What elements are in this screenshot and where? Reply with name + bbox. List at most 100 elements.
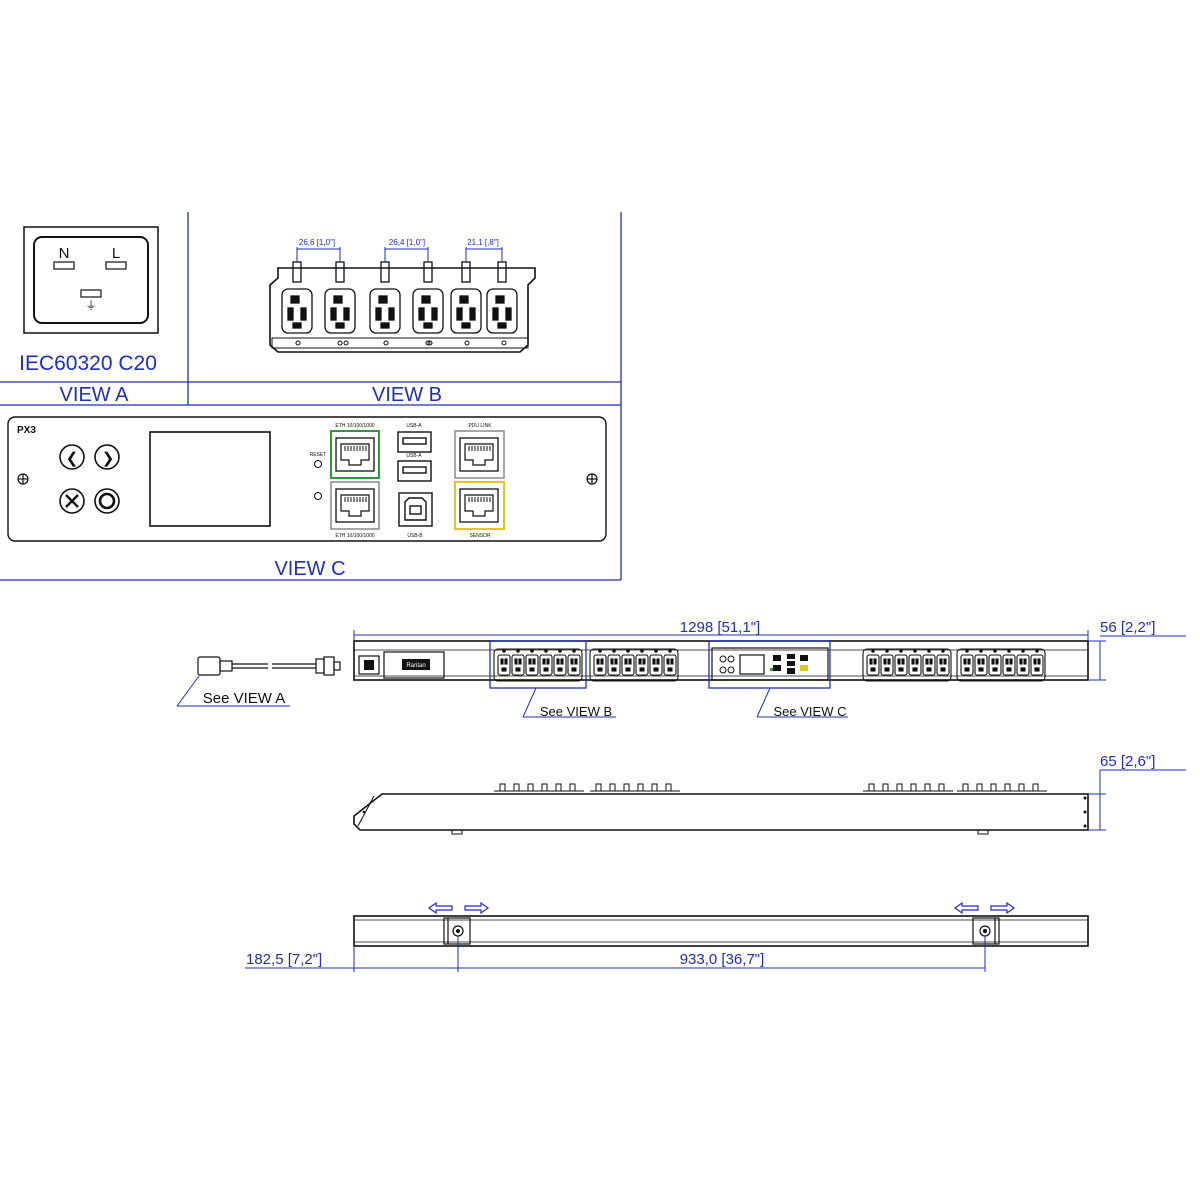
pitch-dim-3: 21,1 [,8"] (467, 238, 499, 247)
outlet-peg (569, 783, 576, 792)
side-rivets (362, 796, 1087, 828)
outlet-peg (609, 783, 616, 792)
chevron-left-icon: ❮ (66, 450, 79, 467)
eth-port-1 (335, 437, 375, 472)
height-dimension-line (1088, 635, 1186, 681)
pitch-dim-1: 26,6 [1,0"] (299, 238, 335, 247)
rear-dimension-lines (245, 936, 986, 972)
controller-module-buttons (719, 655, 735, 674)
outlet-peg (637, 783, 644, 792)
rail-screw (295, 340, 301, 346)
bracket-offset-dimension: 182,5 [7,2"] (246, 951, 322, 968)
controller-module-ports (770, 654, 808, 674)
side-view-outlet-pegs (494, 783, 1047, 792)
rail-screw (343, 340, 349, 346)
raritan-badge (402, 659, 430, 670)
sensor-yellow-frame (454, 481, 505, 530)
see-view-b-leader (522, 687, 537, 718)
bracket-spacing-dimension: 933,0 [36,7"] (680, 951, 765, 968)
c20-outer-frame (23, 226, 159, 334)
reset-pinhole (314, 460, 322, 468)
outlet-c19-4 (412, 261, 444, 334)
nav-left-button: ❮ (59, 444, 85, 470)
inlet-box (358, 655, 380, 675)
sensor-port (459, 488, 499, 523)
view-c-label: VIEW C (274, 558, 345, 580)
mounting-bracket-right (972, 917, 1000, 945)
outlet-peg (938, 783, 945, 792)
usb-a-port-2 (397, 460, 432, 482)
eth-port-2-frame (330, 481, 380, 530)
eth-port-1-green-frame (330, 430, 380, 479)
pdu-link-frame (454, 430, 505, 479)
outlet-peg (1032, 783, 1039, 792)
outlet-peg (541, 783, 548, 792)
outlet-c19-2 (324, 261, 356, 334)
depth-dimension-line (1088, 769, 1186, 831)
pin-l-label: L (112, 245, 120, 262)
length-dimension: 1298 [51,1"] (680, 619, 760, 636)
front-outlet-group (589, 648, 679, 682)
view-b-panel: 26,6 [1,0"] 26,4 [1,0"] 21,1 [,8"] VIEW … (269, 238, 536, 406)
see-view-b-callout: See VIEW B (540, 704, 612, 719)
outlet-peg (976, 783, 983, 792)
outlet-peg (924, 783, 931, 792)
usb-b-port (398, 492, 433, 527)
usb-a-port-1 (397, 431, 432, 453)
controller-module-lcd (739, 654, 765, 675)
see-view-a-callout: See VIEW A (203, 690, 286, 707)
right-mount-screw-icon (586, 473, 598, 485)
ok-ring-icon (98, 492, 116, 510)
view-b-label: VIEW B (372, 384, 442, 406)
ok-button (94, 488, 120, 514)
pdu-rear-view: 182,5 [7,2"] 933,0 [36,7"] (245, 901, 1089, 972)
pdu-link-port (459, 437, 499, 472)
pitch-dim-2: 26,4 [1,0"] (389, 238, 425, 247)
raritan-badge-text: Raritan (406, 663, 425, 669)
rail-screw (501, 340, 507, 346)
view-b-outlets (281, 261, 518, 346)
outlet-peg (896, 783, 903, 792)
px3-logo: PX3 (17, 425, 36, 436)
reset-label: RESET (310, 452, 327, 458)
outlet-peg (555, 783, 562, 792)
slide-arrows-left (427, 901, 490, 915)
inlet-box-inner (364, 660, 374, 670)
view-b-callout-box (489, 640, 587, 689)
outlet-peg (651, 783, 658, 792)
pin-n-label: N (59, 245, 70, 262)
power-cord (197, 656, 341, 676)
outlet-peg (527, 783, 534, 792)
view-frame-grid (0, 212, 622, 581)
mounting-bracket-left (443, 917, 471, 945)
outlet-block-rail (271, 337, 529, 349)
controller-faceplate (7, 416, 607, 542)
rail-screw (337, 340, 343, 346)
outlet-peg (882, 783, 889, 792)
c20-inner-face (33, 236, 149, 324)
rail-screw (464, 340, 470, 346)
pdu-side-view: 65 [2,6"] (353, 753, 1186, 835)
view-a-label: VIEW A (60, 384, 130, 406)
view-b-pitch-dimensions: 26,6 [1,0"] 26,4 [1,0"] 21,1 [,8"] (296, 238, 503, 262)
sensor-label: SENSOR (469, 533, 491, 539)
left-mount-screw-icon (17, 473, 29, 485)
usb-a-1-label: USB-A (406, 423, 422, 429)
outlet-c19-3 (369, 261, 401, 334)
outlet-peg (499, 783, 506, 792)
close-icon (65, 494, 79, 508)
outlet-peg (910, 783, 917, 792)
eth-port-2-label: ETH 10/100/1000 (335, 533, 374, 539)
front-outlet-group (862, 648, 952, 682)
length-dimension-line (353, 630, 1089, 641)
outlet-peg (1018, 783, 1025, 792)
pdu-front-view: See VIEW A Raritan See VIEW B See (176, 619, 1186, 719)
front-view-outlets (493, 648, 1046, 682)
rail-screw (383, 340, 389, 346)
outlet-peg (962, 783, 969, 792)
outlet-peg (665, 783, 672, 792)
view-c-panel: PX3 ❮ ❯ RESET ETH 10/100/1 (7, 416, 607, 580)
cancel-button (59, 488, 85, 514)
lcd-display (149, 431, 271, 527)
height-dimension: 56 [2,2"] (1100, 619, 1155, 636)
